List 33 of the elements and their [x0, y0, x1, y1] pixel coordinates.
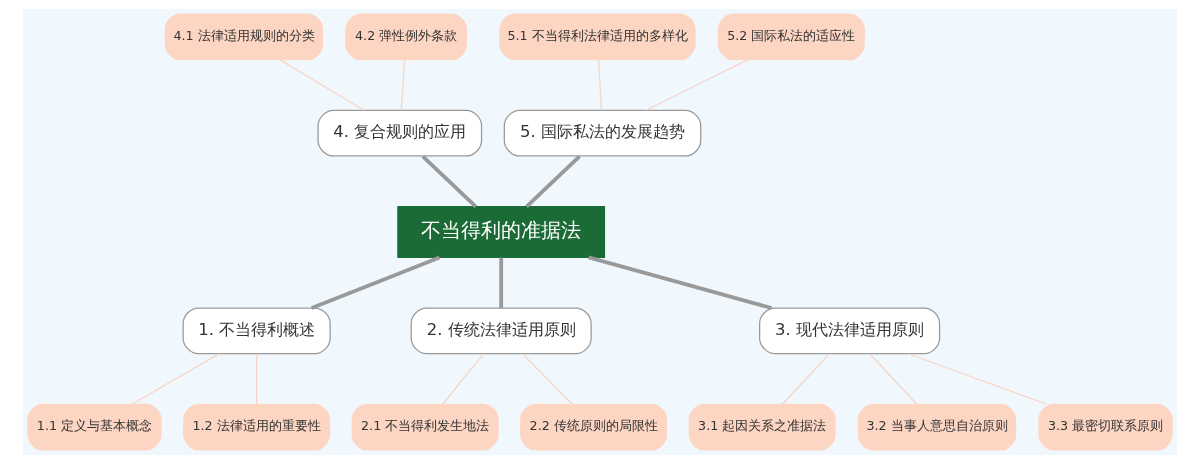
connector	[310, 255, 441, 310]
connector	[279, 58, 365, 111]
connector	[400, 58, 406, 111]
node-box: 1. 不当得利概述	[182, 306, 331, 354]
node-box: 2. 传统法律适用原则	[410, 306, 592, 354]
connector	[499, 257, 504, 308]
connector	[256, 352, 258, 405]
node-box: 4.1 法律适用规则的分类	[164, 12, 324, 60]
connector	[442, 352, 485, 405]
connector	[525, 154, 581, 208]
connector	[908, 352, 1047, 405]
connector	[421, 154, 478, 208]
node-box: 2.1 不当得利发生地法	[351, 403, 499, 451]
connector	[588, 255, 773, 310]
node-box: 3.3 最密切联系原则	[1038, 403, 1173, 451]
node-box: 不当得利的准据法	[397, 205, 606, 258]
node-box: 4.2 弹性例外条款	[345, 12, 467, 60]
node-box: 3. 现代法律适用原则	[759, 306, 941, 354]
node-box: 3.1 起因关系之准据法	[688, 403, 836, 451]
node-box: 1.1 定义与基本概念	[27, 403, 162, 451]
node-box: 5.1 不当得利法律适用的多样化	[499, 12, 696, 60]
node-box: 5. 国际私法的发展趋势	[503, 109, 702, 157]
node-box: 1.2 法律适用的重要性	[183, 403, 331, 451]
node-box: 5.2 国际私法的适应性	[717, 12, 865, 60]
node-box: 2.2 传统原则的局限性	[520, 403, 668, 451]
connector	[869, 352, 918, 405]
connector	[131, 352, 220, 405]
node-box: 4. 复合规则的应用	[317, 109, 483, 157]
connector	[522, 352, 573, 405]
connector	[781, 352, 830, 405]
node-box: 3.2 当事人意思自治原则	[857, 403, 1017, 451]
connector	[598, 58, 602, 111]
connector	[645, 58, 749, 111]
